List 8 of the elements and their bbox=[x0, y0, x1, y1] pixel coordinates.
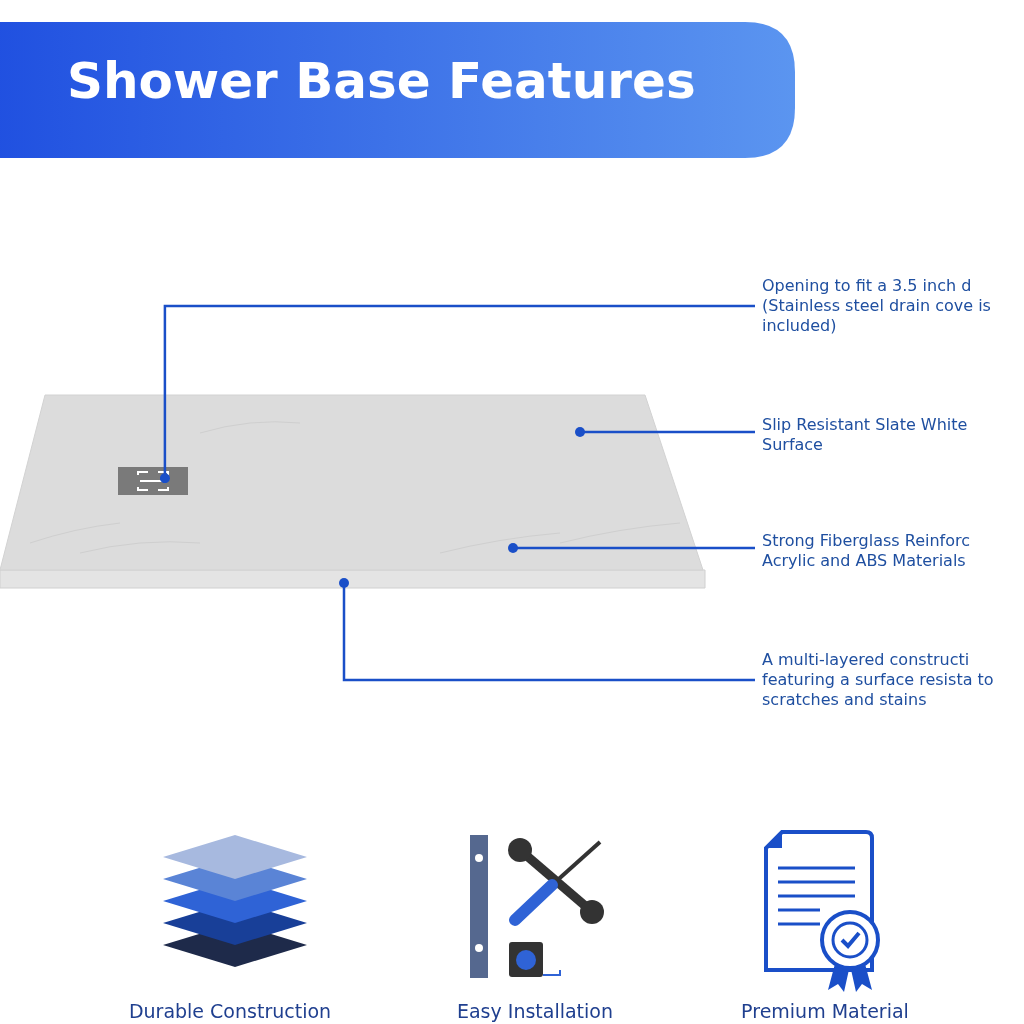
icon-caption: Easy Installation bbox=[455, 1000, 615, 1022]
icon-caption: Durable Construction bbox=[127, 1000, 333, 1022]
leader-line bbox=[159, 304, 755, 484]
leader-line bbox=[575, 427, 755, 437]
title: Shower Base Features bbox=[67, 52, 696, 110]
icon-caption: Premium Material bbox=[740, 1000, 910, 1022]
leader-line bbox=[339, 578, 755, 682]
leader-line bbox=[508, 543, 755, 553]
